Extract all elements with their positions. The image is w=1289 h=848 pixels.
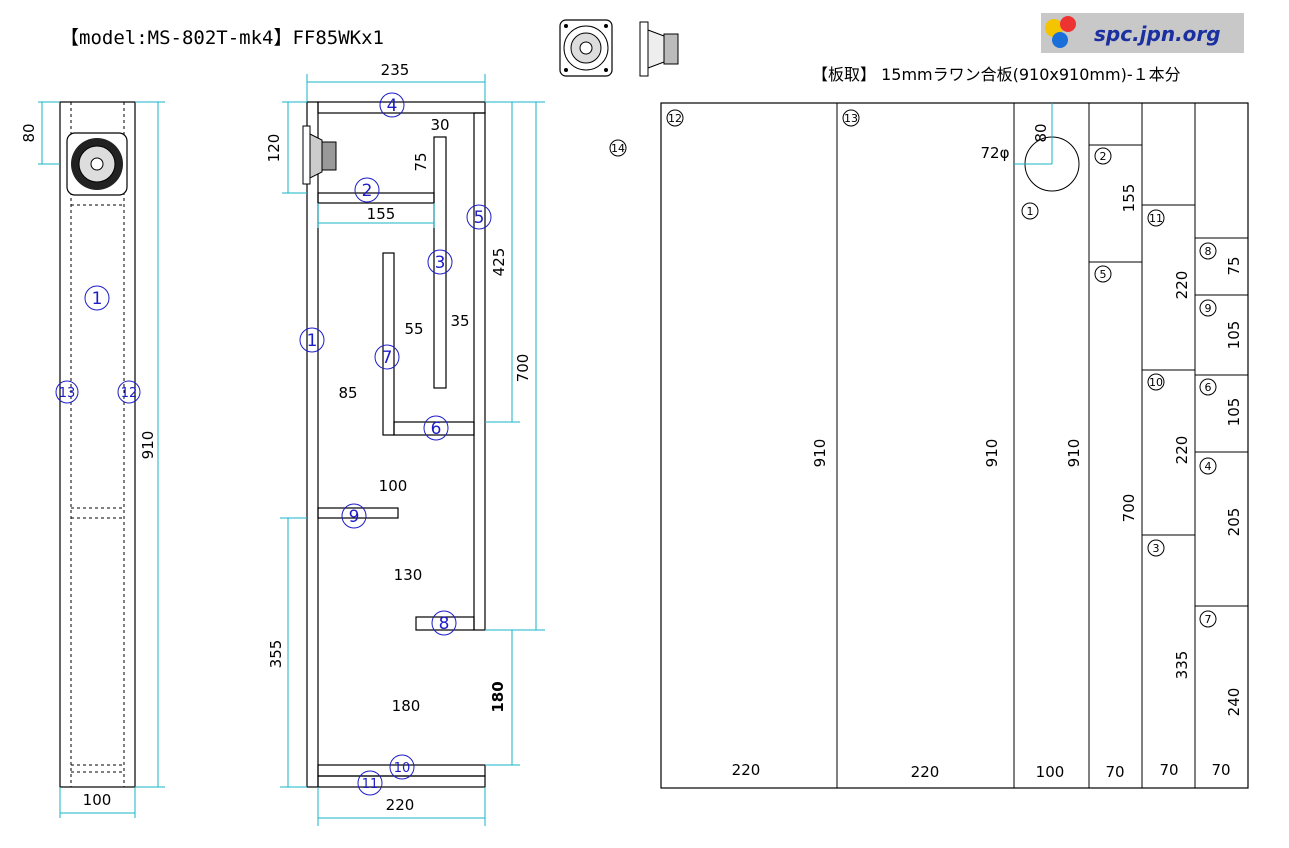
sheet-part-6-length: 105 <box>1225 398 1243 427</box>
sheet-col3-length: 910 <box>1065 439 1083 468</box>
side-part-labels: 4 2 5 3 1 7 6 9 8 10 11 <box>299 92 492 796</box>
sheet-part-4-length: 205 <box>1225 508 1243 537</box>
sheet-title: 【板取】 15mmラワン合板(910x910mm)-１本分 <box>812 65 1181 84</box>
side-speaker-icon <box>302 125 337 185</box>
sheet-hole-offset: 80 <box>1032 123 1050 142</box>
side-dim-85: 85 <box>338 384 357 402</box>
sheet-part-8-length: 75 <box>1225 256 1243 275</box>
sheet-col3-width: 100 <box>1036 763 1065 781</box>
sheet-part-9: 9 <box>1205 302 1212 315</box>
side-top-board <box>317 101 486 114</box>
speaker-side-icon <box>639 21 679 77</box>
front-part-12: 12 <box>121 386 138 401</box>
side-part-5: 5 <box>474 208 485 228</box>
side-dim-100: 100 <box>379 477 408 495</box>
sheet-part-6: 6 <box>1205 381 1212 394</box>
side-dim-220: 220 <box>386 796 415 814</box>
sheet-part-11: 11 <box>1149 212 1163 225</box>
sheet-part-12: 12 <box>668 112 682 125</box>
sheet-part-3: 3 <box>1153 542 1160 555</box>
sheet-part-10-length: 220 <box>1173 436 1191 465</box>
side-dim-35: 35 <box>450 312 469 330</box>
sheet-part-2-length: 155 <box>1120 184 1138 213</box>
side-dim-155: 155 <box>367 205 396 223</box>
sheet-part-7-length: 240 <box>1225 688 1243 717</box>
side-dim-130: 130 <box>394 566 423 584</box>
side-part-8: 8 <box>439 614 450 634</box>
side-dim-75: 75 <box>412 152 430 171</box>
side-part-1: 1 <box>307 331 318 351</box>
speaker-front-icon <box>559 19 613 77</box>
side-part-10: 10 <box>394 761 411 776</box>
side-dim-180b: 180 <box>489 681 507 712</box>
sheet-part-9-length: 105 <box>1225 321 1243 350</box>
side-part-3: 3 <box>435 253 446 273</box>
sheet-part-11-length: 220 <box>1173 271 1191 300</box>
sheet-outline <box>660 102 1249 789</box>
sheet-part-4: 4 <box>1205 460 1212 473</box>
side-dim-235: 235 <box>381 61 410 79</box>
sheet-col1-length: 910 <box>811 439 829 468</box>
side-back-board <box>473 112 486 631</box>
side-dim-355: 355 <box>267 640 285 669</box>
logo-text: spc.jpn.org <box>1094 22 1221 46</box>
front-dim-80: 80 <box>20 123 38 142</box>
front-part-1: 1 <box>92 289 103 309</box>
sheet-col4-width: 70 <box>1105 763 1124 781</box>
side-part-2: 2 <box>362 181 373 201</box>
sheet-col6-width: 70 <box>1211 761 1230 779</box>
cutting-sheet: 14 12 910 220 13 910 220 72φ <box>609 102 1249 789</box>
sheet-col2-length: 910 <box>983 439 1001 468</box>
side-dim-700: 700 <box>514 354 532 383</box>
sheet-part-13: 13 <box>844 112 858 125</box>
sheet-hole-diameter: 72φ <box>981 144 1010 162</box>
side-part-11: 11 <box>362 777 379 792</box>
side-part-9: 9 <box>349 507 360 527</box>
sheet-part-5: 5 <box>1100 268 1107 281</box>
side-dim-425: 425 <box>490 248 508 277</box>
side-dim-55: 55 <box>404 320 423 338</box>
sheet-col2-width: 220 <box>911 763 940 781</box>
model-title: 【model:MS-802T-mk4】FF85WKx1 <box>60 27 384 49</box>
side-part-6: 6 <box>431 419 442 439</box>
sheet-part-10: 10 <box>1149 376 1163 389</box>
side-dim-30: 30 <box>430 116 449 134</box>
side-dim-180a: 180 <box>392 697 421 715</box>
front-dim-910: 910 <box>139 431 157 460</box>
front-view: 80 910 100 1 13 12 <box>20 101 165 818</box>
sheet-col1-width: 220 <box>732 761 761 779</box>
side-view: 235 120 30 75 155 425 700 55 35 85 100 1… <box>265 61 545 826</box>
front-speaker-icon <box>66 132 128 196</box>
side-dim-120: 120 <box>265 134 283 163</box>
sheet-part-7: 7 <box>1205 613 1212 626</box>
sheet-part-14: 14 <box>611 142 625 155</box>
front-panel-outline <box>59 101 136 788</box>
sheet-col5-width: 70 <box>1159 761 1178 779</box>
sheet-part-2: 2 <box>1100 150 1107 163</box>
sheet-part-3-length: 335 <box>1173 651 1191 680</box>
sheet-part-1: 1 <box>1027 205 1034 218</box>
side-part-4: 4 <box>387 96 398 116</box>
side-front-board <box>306 101 319 788</box>
sheet-part-5-length: 700 <box>1120 494 1138 523</box>
front-part-13: 13 <box>59 386 76 401</box>
side-part-7: 7 <box>382 348 393 368</box>
front-dim-100: 100 <box>83 791 112 809</box>
sheet-part-8: 8 <box>1205 245 1212 258</box>
spc-logo: spc.jpn.org <box>1041 13 1244 53</box>
